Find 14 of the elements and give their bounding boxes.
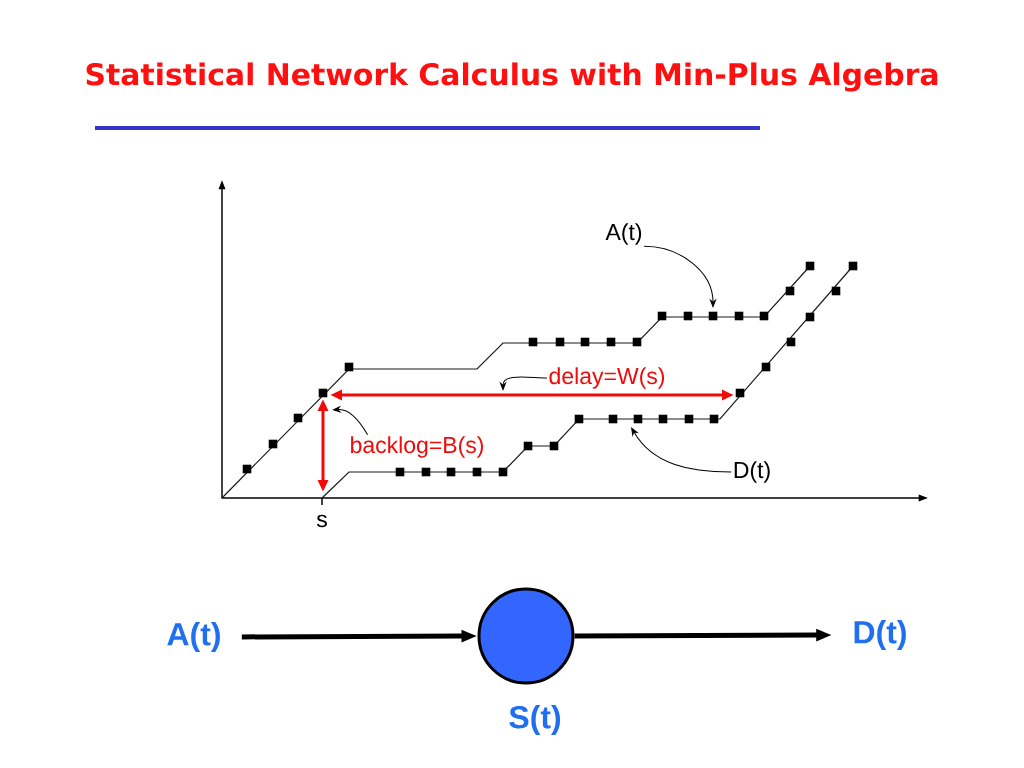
axis-label: s bbox=[316, 514, 327, 528]
signal-label: D(t) bbox=[854, 620, 906, 650]
leader-line bbox=[631, 427, 732, 473]
title: Statistical Network Calculus with Min-Plus Algebra bbox=[86, 62, 938, 92]
callout-label: delay=W(s) bbox=[549, 367, 665, 389]
node-caption: S(t) bbox=[509, 705, 561, 735]
curve-label: D(t) bbox=[734, 461, 770, 483]
leader-line bbox=[332, 406, 369, 436]
curve-label: A(t) bbox=[605, 223, 642, 245]
signal-label: A(t) bbox=[167, 622, 220, 652]
leader-line bbox=[643, 245, 717, 308]
circle-node bbox=[477, 587, 575, 685]
leader-line bbox=[499, 376, 548, 391]
callout-label: backlog=B(s) bbox=[351, 436, 483, 458]
